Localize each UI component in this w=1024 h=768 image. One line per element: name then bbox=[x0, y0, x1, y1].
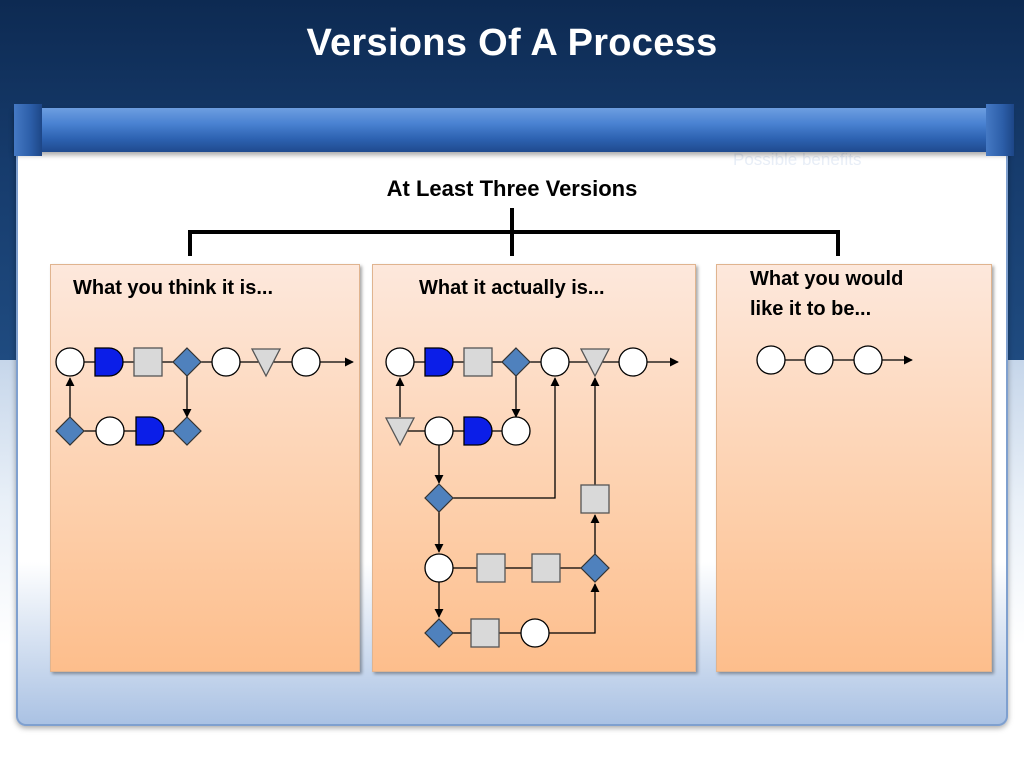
step-circle bbox=[618, 347, 648, 377]
process-box bbox=[531, 553, 561, 583]
ghost-text: Possible benefits bbox=[733, 150, 862, 169]
step-circle bbox=[424, 416, 454, 446]
actual-bottom-return bbox=[453, 583, 600, 634]
decision-diamond bbox=[501, 347, 531, 377]
actual-branch-up-1 bbox=[453, 377, 560, 499]
panel-actual-label: What it actually is... bbox=[419, 277, 605, 299]
delay-shape bbox=[135, 416, 165, 446]
step-circle bbox=[501, 416, 531, 446]
inventory-triangle bbox=[579, 348, 611, 378]
slide-title: Versions Of A Process bbox=[306, 22, 718, 64]
process-box bbox=[580, 484, 610, 514]
step-circle bbox=[385, 347, 415, 377]
inventory-triangle bbox=[250, 348, 282, 378]
delay-shape bbox=[463, 416, 493, 446]
step-circle bbox=[520, 618, 550, 648]
delay-shape bbox=[94, 347, 124, 377]
process-box bbox=[133, 347, 163, 377]
scroll-roller-bar bbox=[14, 108, 1010, 152]
panel-think-label: What you think it is... bbox=[73, 277, 273, 299]
step-circle bbox=[853, 345, 883, 375]
decision-diamond bbox=[580, 553, 610, 583]
decision-diamond bbox=[55, 416, 85, 446]
step-circle bbox=[95, 416, 125, 446]
process-box bbox=[470, 618, 500, 648]
step-circle bbox=[540, 347, 570, 377]
step-circle bbox=[424, 553, 454, 583]
inventory-triangle bbox=[384, 417, 416, 447]
process-box bbox=[476, 553, 506, 583]
roller-cap-right bbox=[986, 104, 1014, 156]
step-circle bbox=[756, 345, 786, 375]
step-circle bbox=[211, 347, 241, 377]
panel-actual bbox=[372, 264, 696, 672]
decision-diamond bbox=[172, 347, 202, 377]
connector-lines bbox=[65, 355, 913, 634]
step-circle bbox=[291, 347, 321, 377]
decision-diamond bbox=[172, 416, 202, 446]
bracket-path bbox=[188, 208, 840, 256]
delay-shape bbox=[424, 347, 454, 377]
panel-desired bbox=[716, 264, 992, 672]
panel-think bbox=[50, 264, 360, 672]
decision-diamond bbox=[424, 618, 454, 648]
decision-diamond bbox=[424, 483, 454, 513]
diagram-title: At Least Three Versions bbox=[386, 176, 638, 201]
header-bracket bbox=[188, 208, 840, 256]
step-circle bbox=[804, 345, 834, 375]
roller-cap-left bbox=[14, 104, 42, 156]
panel-desired-label: What you would like it to be... bbox=[750, 268, 904, 320]
step-circle bbox=[55, 347, 85, 377]
process-nodes bbox=[55, 345, 883, 648]
process-box bbox=[463, 347, 493, 377]
